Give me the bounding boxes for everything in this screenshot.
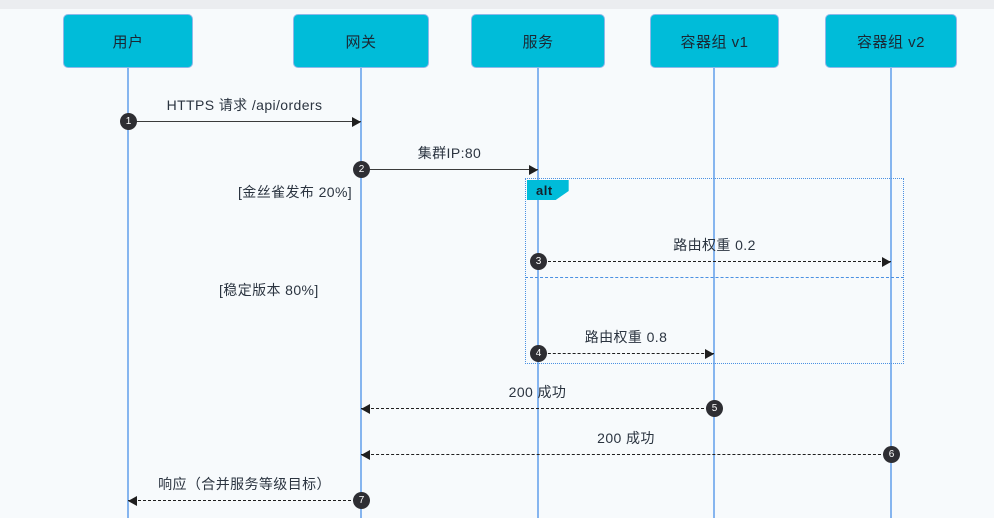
message-line-1	[128, 121, 361, 122]
alt-fragment-tag[interactable]: alt	[527, 180, 569, 200]
message-arrowhead-5	[361, 404, 370, 414]
message-line-4	[538, 353, 714, 354]
lifeline-2	[360, 68, 362, 518]
lifeline-3	[537, 68, 539, 518]
message-arrowhead-1	[352, 117, 361, 127]
participant-label: 用户	[112, 33, 144, 51]
sequence-number-6[interactable]: 6	[883, 446, 900, 463]
participant-label: 网关	[345, 33, 377, 51]
participant-box-1[interactable]: 用户	[63, 14, 193, 68]
message-label-4: 路由权重 0.8	[584, 329, 668, 345]
message-line-5	[361, 408, 714, 409]
alt-condition-label-1: [金丝雀发布 20%]	[238, 184, 353, 200]
message-arrowhead-2	[529, 165, 538, 175]
participant-label: 容器组 v1	[680, 33, 749, 51]
message-label-3: 路由权重 0.2	[673, 237, 756, 253]
alt-condition-label-2: [稳定版本 80%]	[219, 282, 319, 298]
message-arrowhead-4	[705, 349, 714, 359]
message-label-5: 200 成功	[508, 384, 567, 400]
alt-fragment-divider	[525, 277, 904, 278]
sequence-number-1[interactable]: 1	[120, 113, 137, 130]
sequence-number-7[interactable]: 7	[353, 492, 370, 509]
participant-label: 容器组 v2	[856, 33, 925, 51]
message-label-7: 响应（合并服务等级目标）	[158, 476, 331, 492]
sequence-number-5[interactable]: 5	[706, 400, 723, 417]
sequence-number-3[interactable]: 3	[530, 253, 547, 270]
message-label-6: 200 成功	[597, 430, 655, 446]
lifeline-1	[127, 68, 129, 518]
message-arrowhead-3	[882, 257, 891, 267]
participant-box-3[interactable]: 服务	[471, 14, 605, 68]
message-line-7	[128, 500, 361, 501]
message-arrowhead-6	[361, 450, 370, 460]
message-line-2	[361, 169, 538, 170]
sequence-number-2[interactable]: 2	[353, 161, 370, 178]
message-label-1: HTTPS 请求 /api/orders	[166, 97, 323, 113]
lifeline-5	[890, 68, 892, 518]
top-strip	[0, 0, 994, 9]
participant-label: 服务	[522, 33, 554, 51]
message-line-3	[538, 261, 891, 262]
participant-box-5[interactable]: 容器组 v2	[825, 14, 957, 68]
participant-box-4[interactable]: 容器组 v1	[650, 14, 779, 68]
lifeline-4	[713, 68, 715, 518]
participant-box-2[interactable]: 网关	[293, 14, 429, 68]
message-line-6	[361, 454, 891, 455]
sequence-number-4[interactable]: 4	[530, 345, 547, 362]
message-label-2: 集群IP:80	[417, 145, 482, 161]
alt-fragment-frame	[525, 178, 904, 364]
message-arrowhead-7	[128, 496, 137, 506]
